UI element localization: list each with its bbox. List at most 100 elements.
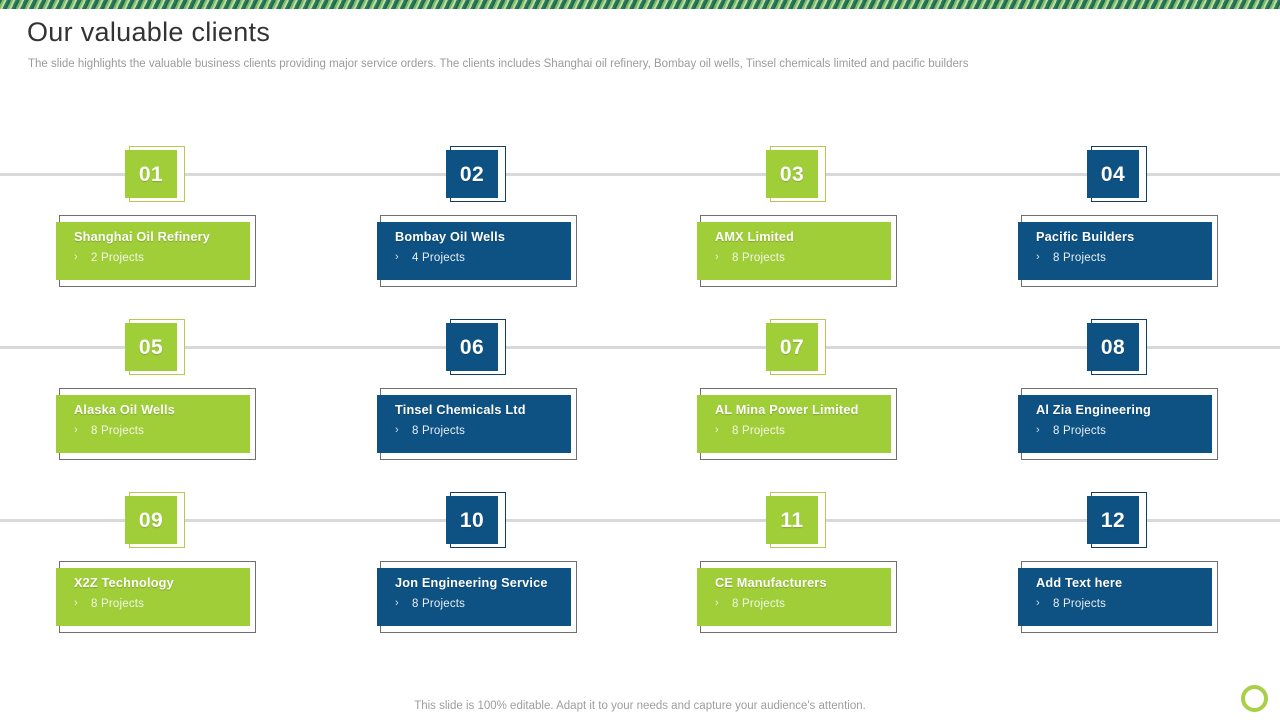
badge-number: 09 — [138, 508, 164, 532]
client-number-badge[interactable]: 12 — [1087, 492, 1147, 548]
card-fill: AL Mina Power Limited›8 Projects — [697, 395, 891, 453]
client-number-badge[interactable]: 06 — [446, 319, 506, 375]
client-name: Pacific Builders — [1036, 230, 1135, 244]
card-fill: CE Manufacturers › 8 Projects — [697, 568, 891, 626]
client-number-badge[interactable]: 05 — [125, 319, 185, 375]
chevron-right-icon: › — [1036, 250, 1040, 263]
slide-header: Our valuable clients The slide highlight… — [0, 9, 1280, 70]
client-name: Bombay Oil Wells — [395, 230, 506, 244]
card-fill: Al Zia Engineering › 8 Projects — [1018, 395, 1212, 453]
client-projects-row: › 8 Projects — [1036, 596, 1212, 610]
badge-number: 05 — [138, 335, 164, 359]
badge-fill: 06 — [446, 323, 498, 371]
client-projects-row: ›8 Projects — [395, 424, 571, 437]
badge-number: 11 — [780, 508, 804, 532]
client-number-badge[interactable]: 09 — [125, 492, 185, 548]
client-number-badge[interactable]: 01 — [125, 146, 185, 202]
badge-number: 03 — [779, 162, 805, 186]
client-projects-label: 8 Projects — [1053, 251, 1107, 264]
client-card[interactable]: AMX Limited›8 Projects — [697, 215, 897, 287]
footer-note: This slide is 100% editable. Adapt it to… — [414, 700, 866, 712]
client-projects-label: 8 Projects — [91, 424, 145, 437]
client-number-badge[interactable]: 11 — [766, 492, 826, 548]
chevron-right-icon: › — [715, 596, 719, 609]
badge-number: 01 — [138, 162, 164, 186]
client-projects-row: › 8 Projects — [715, 596, 891, 610]
badge-fill: 03 — [766, 150, 818, 198]
chevron-right-icon: › — [1036, 423, 1040, 436]
client-projects-row: › 8 Projects — [1036, 423, 1212, 437]
client-projects-label: 8 Projects — [732, 424, 786, 437]
client-number-badge[interactable]: 10 — [446, 492, 506, 548]
badge-number: 02 — [459, 162, 485, 186]
client-number-badge[interactable]: 03 — [766, 146, 826, 202]
client-cell[interactable]: 11 CE Manufacturers › 8 Projects — [697, 466, 912, 638]
client-card[interactable]: Add Text here › 8 Projects — [1018, 561, 1218, 633]
client-number-badge[interactable]: 04 — [1087, 146, 1147, 202]
client-card[interactable]: Al Zia Engineering › 8 Projects — [1018, 388, 1218, 460]
badge-fill: 01 — [125, 150, 177, 198]
badge-number: 04 — [1100, 162, 1126, 186]
badge-number: 08 — [1100, 335, 1126, 359]
badge-fill: 07 — [766, 323, 818, 371]
client-card[interactable]: Shanghai Oil Refinery›2 Projects — [56, 215, 256, 287]
chevron-right-icon: › — [395, 250, 399, 263]
row-baseline — [0, 346, 1280, 349]
chevron-right-icon: › — [74, 423, 78, 436]
client-card[interactable]: X2Z Technology›8 Projects — [56, 561, 256, 633]
client-projects-row: › 8 Projects — [74, 423, 250, 437]
client-cell[interactable]: 08 Al Zia Engineering › 8 Projects — [1018, 293, 1233, 465]
badge-fill: 02 — [446, 150, 498, 198]
client-card[interactable]: Bombay Oil Wells›4 Projects — [377, 215, 577, 287]
client-projects-label: 8 Projects — [1053, 597, 1107, 610]
card-fill: Alaska Oil Wells › 8 Projects — [56, 395, 250, 453]
client-projects-label: 8 Projects — [412, 424, 466, 437]
client-card[interactable]: Pacific Builders › 8 Projects — [1018, 215, 1218, 287]
client-card[interactable]: Alaska Oil Wells › 8 Projects — [56, 388, 256, 460]
chevron-right-icon: › — [1036, 596, 1040, 609]
client-card[interactable]: CE Manufacturers › 8 Projects — [697, 561, 897, 633]
client-projects-label: 2 Projects — [91, 251, 145, 264]
brand-ring-logo — [1241, 685, 1268, 712]
client-projects-label: 8 Projects — [91, 597, 145, 610]
client-number-badge[interactable]: 07 — [766, 319, 826, 375]
client-card[interactable]: Jon Engineering Service›8 Projects — [377, 561, 577, 633]
client-cell[interactable]: 07 AL Mina Power Limited›8 Projects — [697, 293, 912, 465]
card-fill: AMX Limited›8 Projects — [697, 222, 891, 280]
client-projects-label: 8 Projects — [732, 597, 786, 610]
chevron-right-icon: › — [395, 596, 399, 609]
badge-number: 12 — [1100, 508, 1126, 532]
client-name: X2Z Technology — [74, 576, 174, 590]
client-name: Al Zia Engineering — [1036, 403, 1151, 417]
client-number-badge[interactable]: 08 — [1087, 319, 1147, 375]
client-projects-label: 8 Projects — [1053, 424, 1107, 437]
row-baseline — [0, 173, 1280, 176]
badge-fill: 08 — [1087, 323, 1139, 371]
client-name: Alaska Oil Wells — [74, 403, 175, 417]
row-baseline — [0, 519, 1280, 522]
client-name: CE Manufacturers — [715, 576, 827, 590]
client-number-badge[interactable]: 02 — [446, 146, 506, 202]
client-name: Add Text here — [1036, 576, 1123, 590]
client-projects-row: ›2 Projects — [74, 251, 250, 264]
client-projects-row: › 8 Projects — [1036, 250, 1212, 264]
client-card[interactable]: AL Mina Power Limited›8 Projects — [697, 388, 897, 460]
client-card[interactable]: Tinsel Chemicals Ltd›8 Projects — [377, 388, 577, 460]
client-projects-row: ›8 Projects — [715, 251, 891, 264]
badge-fill: 11 — [766, 496, 818, 544]
page-subtitle: The slide highlights the valuable busine… — [28, 58, 969, 70]
client-projects-label: 8 Projects — [732, 251, 786, 264]
client-projects-row: ›8 Projects — [395, 596, 571, 610]
